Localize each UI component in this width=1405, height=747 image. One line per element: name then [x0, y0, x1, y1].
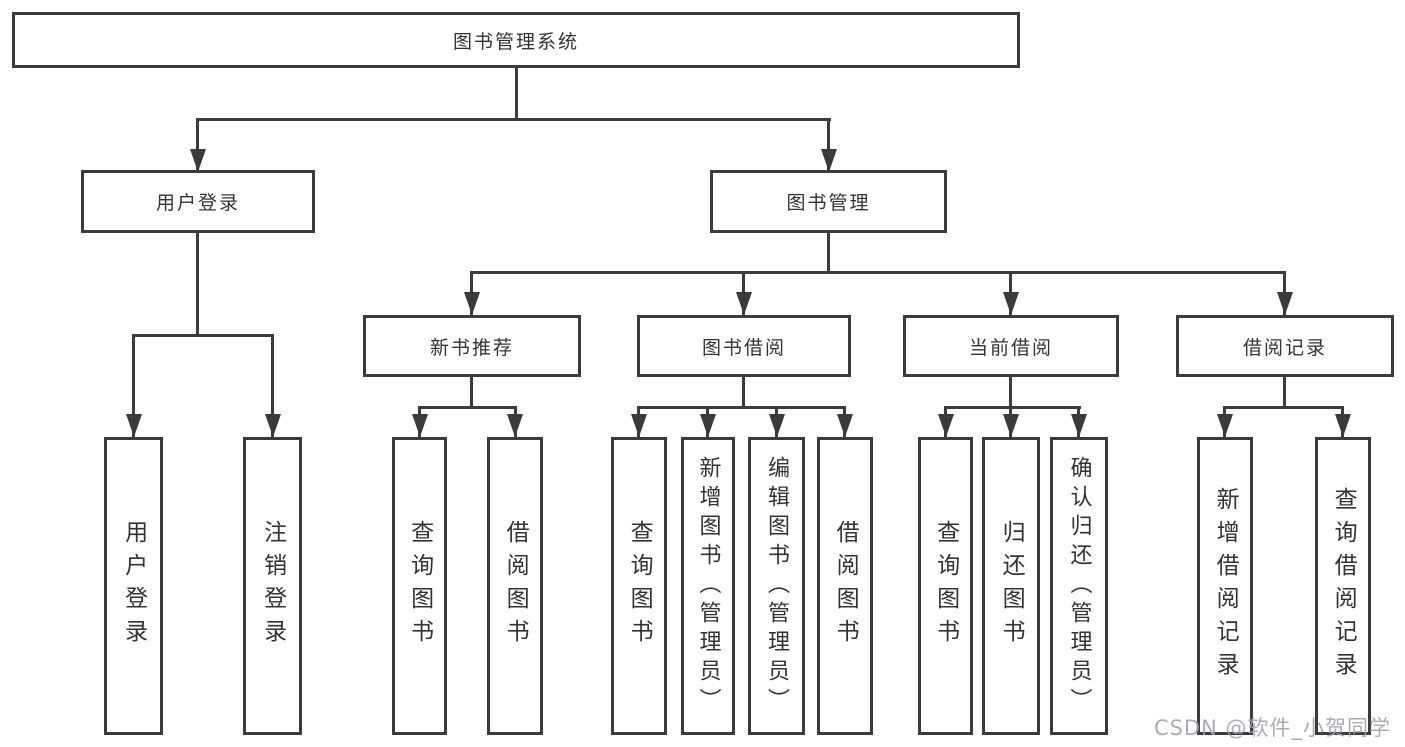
connector-arrow-down: [736, 292, 752, 315]
node-root: 图书管理系统: [12, 12, 1020, 68]
connector-arrow-down: [821, 149, 837, 172]
node-new-book-recommend-label: 新书推荐: [429, 336, 514, 359]
node-user-login-label: 用户登录: [155, 192, 240, 214]
csdn-watermark: CSDN @软件_小贺同学: [1153, 716, 1391, 740]
connector-arrow-down: [190, 149, 206, 172]
connector-vline: [742, 377, 745, 409]
connector-hline: [196, 118, 831, 121]
connector-arrow-down: [1277, 292, 1293, 315]
connector-arrow-down: [1217, 414, 1233, 437]
node-borrow-records: 借阅记录: [1176, 315, 1394, 377]
node-current-borrowing: 当前借阅: [903, 315, 1119, 377]
leaf-confirm-return-admin: 确认归还（管理员）: [1050, 437, 1108, 735]
connector-arrow-down: [837, 414, 853, 437]
connector-vline: [196, 121, 199, 172]
leaf-recommend-query-books-label: 查询图书: [406, 520, 433, 652]
leaf-add-book-admin-label: 新增图书（管理员）: [695, 455, 721, 717]
leaf-logout-label: 注销登录: [259, 520, 286, 652]
leaf-add-book-admin: 新增图书（管理员）: [681, 437, 735, 735]
connector-vline: [515, 68, 518, 121]
leaf-return-books-label: 归还图书: [998, 520, 1025, 652]
connector-vline: [271, 337, 274, 437]
leaf-logout: 注销登录: [243, 437, 302, 735]
connector-arrow-down: [1003, 414, 1019, 437]
leaf-borrowing-borrow-books-label: 借阅图书: [832, 520, 859, 652]
connector-vline: [827, 121, 830, 172]
connector-arrow-down: [631, 414, 647, 437]
connector-vline: [196, 233, 199, 337]
connector-hline: [944, 406, 1081, 409]
leaf-borrowing-query-books-label: 查询图书: [626, 520, 653, 652]
connector-vline: [470, 377, 473, 409]
connector-arrow-down: [464, 292, 480, 315]
leaf-current-query-books-label: 查询图书: [932, 520, 959, 652]
leaf-current-query-books: 查询图书: [918, 437, 973, 735]
connector-hline: [132, 334, 274, 337]
connector-vline: [1283, 377, 1286, 409]
node-current-borrowing-label: 当前借阅: [968, 336, 1053, 359]
node-new-book-recommend: 新书推荐: [363, 315, 581, 377]
leaf-edit-book-admin-label: 编辑图书（管理员）: [764, 455, 790, 717]
leaf-user-login-label: 用户登录: [120, 520, 147, 652]
leaf-query-borrow-record-label: 查询借阅记录: [1330, 487, 1357, 685]
leaf-recommend-borrow-books: 借阅图书: [487, 437, 543, 735]
connector-hline: [418, 406, 517, 409]
node-borrow-records-label: 借阅记录: [1242, 336, 1327, 359]
node-user-login: 用户登录: [81, 170, 315, 233]
node-book-borrowing-label: 图书借阅: [701, 336, 786, 359]
leaf-confirm-return-admin-label: 确认归还（管理员）: [1066, 455, 1092, 717]
connector-arrow-down: [126, 414, 142, 437]
leaf-recommend-borrow-books-label: 借阅图书: [502, 520, 529, 652]
connector-arrow-down: [769, 414, 785, 437]
connector-arrow-down: [1335, 414, 1351, 437]
connector-vline: [1009, 377, 1012, 409]
connector-hline: [470, 271, 1286, 274]
connector-vline: [827, 233, 830, 274]
connector-vline: [132, 337, 135, 437]
connector-arrow-down: [412, 414, 428, 437]
leaf-user-login: 用户登录: [104, 437, 163, 735]
leaf-borrowing-query-books: 查询图书: [611, 437, 667, 735]
leaf-add-borrow-record: 新增借阅记录: [1197, 437, 1253, 735]
node-book-management: 图书管理: [710, 170, 947, 233]
connector-arrow-down: [700, 414, 716, 437]
leaf-borrowing-borrow-books: 借阅图书: [817, 437, 873, 735]
connector-hline: [637, 406, 846, 409]
node-root-label: 图书管理系统: [452, 30, 579, 53]
connector-arrow-down: [1071, 414, 1087, 437]
connector-arrow-down: [1003, 292, 1019, 315]
node-book-borrowing: 图书借阅: [637, 315, 851, 377]
connector-arrow-down: [507, 414, 523, 437]
leaf-query-borrow-record: 查询借阅记录: [1315, 437, 1371, 735]
connector-hline: [1223, 406, 1344, 409]
leaf-return-books: 归还图书: [982, 437, 1040, 735]
node-book-management-label: 图书管理: [786, 192, 871, 214]
leaf-recommend-query-books: 查询图书: [392, 437, 447, 735]
connector-arrow-down: [938, 414, 954, 437]
leaf-edit-book-admin: 编辑图书（管理员）: [748, 437, 805, 735]
connector-arrow-down: [265, 414, 281, 437]
leaf-add-borrow-record-label: 新增借阅记录: [1212, 487, 1239, 685]
